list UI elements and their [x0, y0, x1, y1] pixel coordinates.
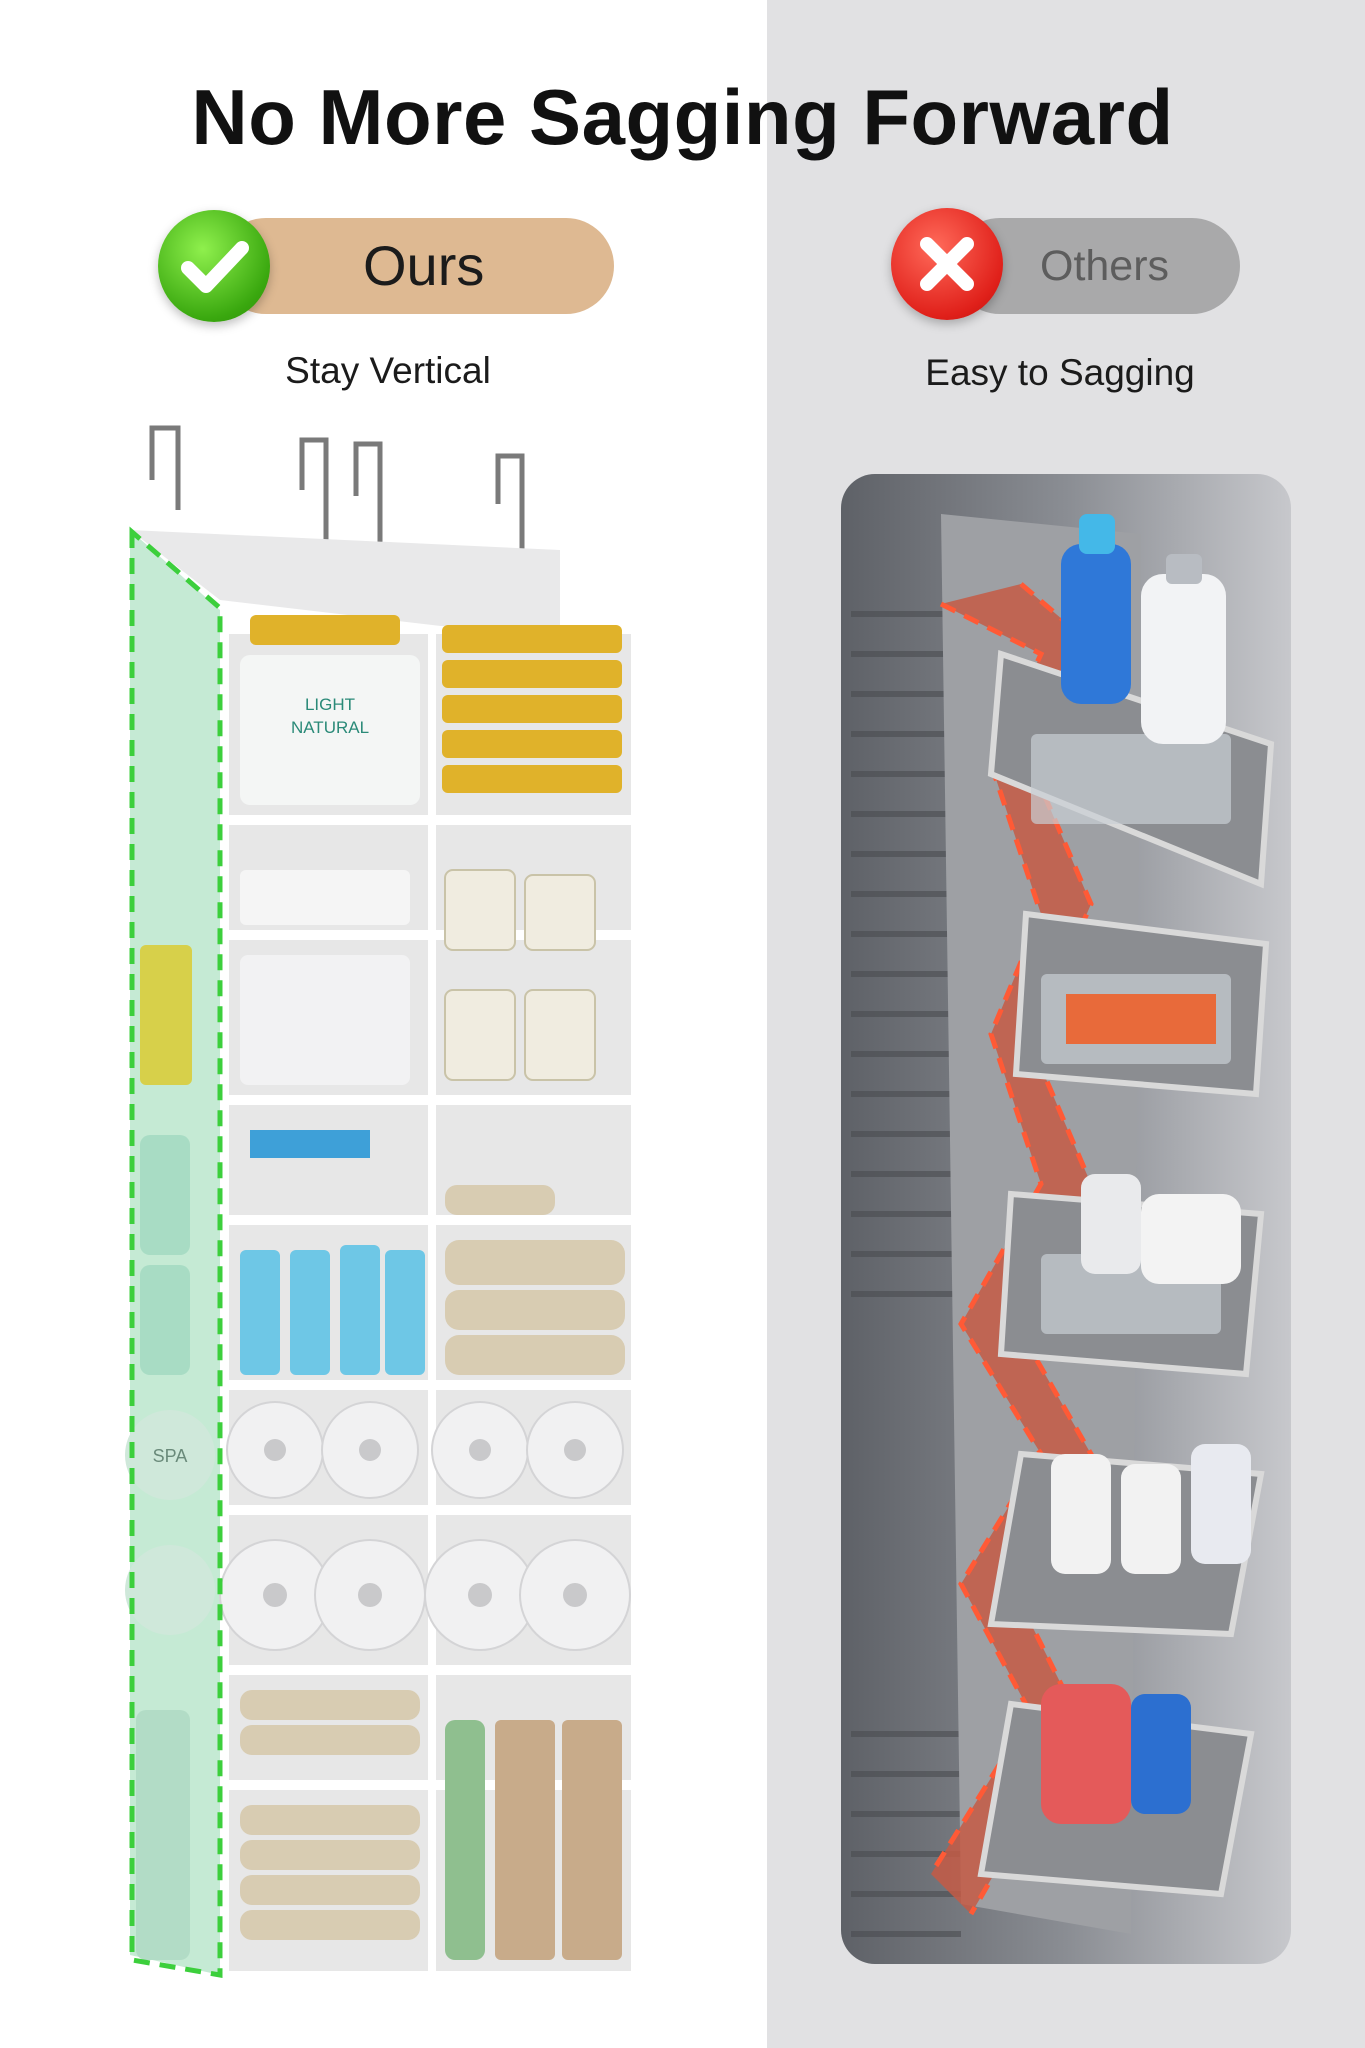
page-title: No More Sagging Forward [191, 73, 1174, 161]
others-label: Others [1040, 242, 1170, 290]
others-organizer-image [841, 474, 1291, 1964]
svg-text:LIGHT: LIGHT [305, 695, 355, 714]
door-hooks [149, 425, 525, 550]
svg-text:NATURAL: NATURAL [291, 718, 369, 737]
ours-caption: Stay Vertical [285, 350, 491, 391]
ours-label-pill: Ours [218, 218, 614, 314]
ours-label: Ours [363, 234, 485, 297]
check-icon [158, 210, 270, 322]
others-caption: Easy to Sagging [925, 352, 1195, 393]
svg-text:SPA: SPA [153, 1446, 188, 1466]
ours-organizer-image: LIGHT NATURAL [100, 400, 660, 1995]
close-icon [891, 208, 1003, 320]
